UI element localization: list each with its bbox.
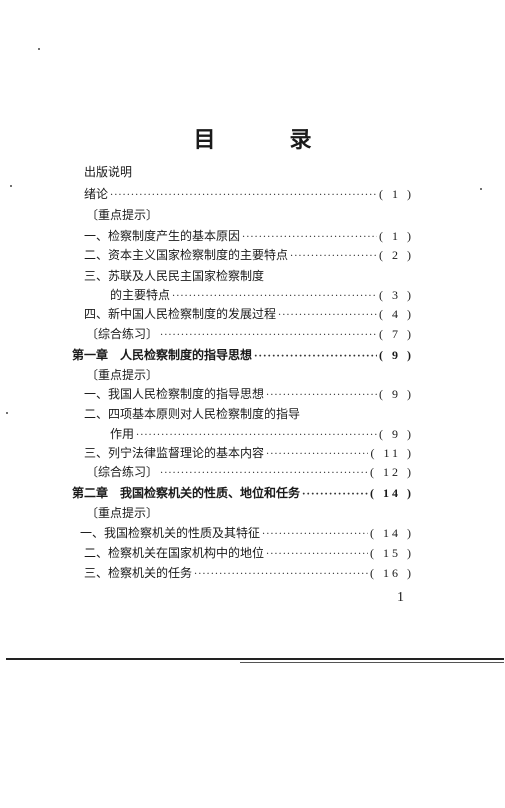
toc-label: 作用: [110, 427, 135, 441]
toc-entry: 二、资本主义国家检察制度的主要特点 ······················…: [84, 245, 414, 265]
scan-speck: [38, 48, 40, 50]
toc-entry: 一、检察制度产生的基本原因 ··························…: [84, 226, 414, 246]
toc-entry: 〔重点提示〕: [86, 365, 416, 385]
dot-leader: ········································…: [242, 232, 377, 243]
dot-leader: ········································…: [172, 291, 377, 302]
toc-entry: 〔重点提示〕: [86, 503, 416, 523]
toc-chapter-entry: 第二章 我国检察机关的性质、地位和任务 ····················…: [72, 483, 414, 503]
toc-entry: 作用 ·····································…: [110, 424, 414, 444]
toc-label: 一、我国人民检察制度的指导思想: [84, 387, 265, 401]
toc-page: ( 14 ): [370, 486, 414, 500]
toc-entry: 三、检察机关的任务 ······························…: [84, 563, 414, 583]
toc-page: ( 7 ): [379, 327, 414, 341]
dot-leader: ········································…: [160, 468, 368, 479]
toc-label: 绪论: [84, 187, 109, 201]
dot-leader: ········································…: [302, 489, 368, 500]
toc-label: 〔重点提示〕: [86, 368, 159, 382]
toc-label: 三、检察机关的任务: [84, 566, 193, 580]
toc-entry: 〔综合练习〕 ·································…: [86, 462, 414, 482]
toc-entry: 的主要特点 ··································…: [110, 285, 414, 305]
toc-label: 三、列宁法律监督理论的基本内容: [84, 446, 265, 460]
dot-leader: ········································…: [160, 330, 377, 341]
dot-leader: ········································…: [254, 351, 377, 362]
scan-speck: [10, 185, 12, 187]
toc-page: ( 2 ): [379, 248, 414, 262]
dot-leader: ········································…: [290, 251, 377, 262]
toc-page: ( 14 ): [370, 526, 414, 540]
toc-page: ( 9 ): [379, 387, 414, 401]
dot-leader: ········································…: [266, 449, 369, 460]
toc-page: ( 12 ): [370, 465, 414, 479]
toc-entry: 二、四项基本原则对人民检察制度的指导: [84, 404, 414, 424]
toc-page: ( 1 ): [379, 229, 414, 243]
toc-page: ( 15 ): [370, 546, 414, 560]
toc-label: 〔重点提示〕: [86, 506, 159, 520]
toc-entry: 一、我国检察机关的性质及其特征 ························…: [80, 523, 414, 543]
toc-label: 〔重点提示〕: [86, 208, 159, 222]
toc-label: 一、我国检察机关的性质及其特征: [80, 526, 261, 540]
toc-page: ( 4 ): [379, 307, 414, 321]
dot-leader: ········································…: [266, 390, 377, 401]
toc-label: 〔综合练习〕: [86, 465, 159, 479]
toc-label: 三、苏联及人民民主国家检察制度: [84, 269, 265, 283]
toc-entry: 四、新中国人民检察制度的发展过程 ·······················…: [84, 304, 414, 324]
dot-leader: ········································…: [278, 310, 377, 321]
dot-leader: ········································…: [136, 430, 377, 441]
scan-speck: [6, 412, 8, 414]
scan-edge-line: [240, 662, 504, 663]
toc-label: 出版说明: [84, 165, 133, 179]
page-number: 1: [397, 590, 404, 605]
toc-entry: 〔重点提示〕: [86, 205, 416, 225]
toc-label: 第一章 人民检察制度的指导思想: [72, 348, 253, 362]
toc-label: 二、检察机关在国家机构中的地位: [84, 546, 265, 560]
toc-label: 四、新中国人民检察制度的发展过程: [84, 307, 277, 321]
toc-label: 〔综合练习〕: [86, 327, 159, 341]
toc-entry: 〔综合练习〕 ·································…: [86, 324, 414, 344]
toc-chapter-entry: 第一章 人民检察制度的指导思想 ························…: [72, 345, 414, 365]
dot-leader: ········································…: [194, 569, 368, 580]
scan-edge-line: [6, 658, 504, 660]
toc-label: 二、资本主义国家检察制度的主要特点: [84, 248, 289, 262]
toc-entry: 出版说明: [84, 162, 414, 182]
toc-page: ( 1 ): [379, 187, 414, 201]
dot-leader: ········································…: [110, 190, 377, 201]
toc-page: ( 3 ): [379, 288, 414, 302]
toc-entry: 绪论 ·····································…: [84, 184, 414, 204]
toc-page: ( 11 ): [370, 446, 414, 460]
toc-page: ( 16 ): [370, 566, 414, 580]
dot-leader: ········································…: [262, 529, 368, 540]
toc-entry: 三、苏联及人民民主国家检察制度: [84, 266, 414, 286]
scan-speck: [480, 188, 482, 190]
toc-entry: 二、检察机关在国家机构中的地位 ························…: [84, 543, 414, 563]
toc-label: 第二章 我国检察机关的性质、地位和任务: [72, 486, 301, 500]
toc-page: ( 9 ): [379, 348, 414, 362]
toc-entry: 一、我国人民检察制度的指导思想 ························…: [84, 384, 414, 404]
page-title: 目 录: [193, 127, 338, 153]
dot-leader: ········································…: [266, 549, 368, 560]
toc-label: 的主要特点: [110, 288, 171, 302]
toc-label: 一、检察制度产生的基本原因: [84, 229, 241, 243]
toc-label: 二、四项基本原则对人民检察制度的指导: [84, 407, 301, 421]
toc-page: ( 9 ): [379, 427, 414, 441]
toc-entry: 三、列宁法律监督理论的基本内容 ························…: [84, 443, 414, 463]
